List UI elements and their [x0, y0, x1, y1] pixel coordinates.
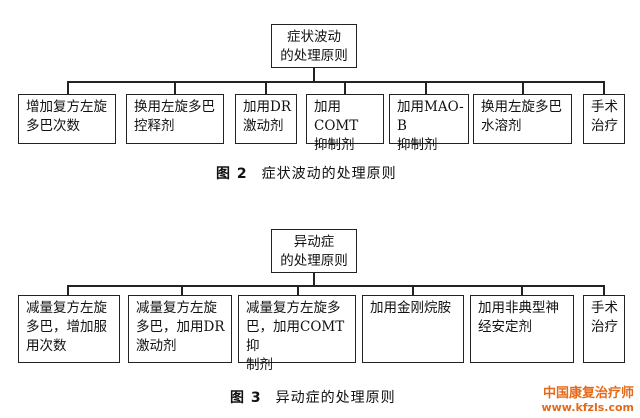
fig2-node-5: 加用MAO-B 抑制剂 [389, 94, 469, 153]
fig2-node-2: 换用左旋多巴 控释剂 [126, 94, 224, 144]
fig2-node-5-line-1: 加用MAO-B [397, 99, 464, 134]
fig3-node-1-line-2: 多巴，增加服 [26, 319, 107, 335]
fig3-drop [67, 285, 69, 295]
fig2-caption: 图 2 症状波动的处理原则 [216, 163, 397, 183]
fig3-node-6: 手术 治疗 [583, 295, 625, 363]
fig3-node-5: 加用非典型神 经安定剂 [470, 295, 574, 363]
fig3-caption: 图 3 异动症的处理原则 [230, 387, 396, 407]
fig3-node-5-line-1: 加用非典型神 [478, 300, 559, 316]
fig2-root-line-2: 的处理原则 [280, 48, 348, 64]
fig3-drop [603, 285, 605, 295]
fig3-root-node: 异动症 的处理原则 [271, 229, 357, 273]
fig2-root-stem [313, 68, 315, 82]
watermark-title: 中国康复治疗师 [542, 386, 634, 401]
fig3-caption-number: 图 3 [230, 390, 262, 406]
fig2-node-6-line-2: 水溶剂 [481, 118, 522, 134]
fig2-node-4: 加用COMT 抑制剂 [306, 94, 384, 153]
fig3-drop [521, 285, 523, 295]
fig3-node-3-line-1: 减量复方左旋多 [246, 300, 341, 316]
fig3-node-3: 减量复方左旋多 巴，加用COMT抑 制剂 [238, 295, 356, 373]
fig3-node-4-line-1: 加用金刚烷胺 [370, 300, 451, 316]
fig3-drop [297, 285, 299, 295]
fig2-drop [603, 81, 605, 94]
fig2-node-4-line-1: 加用COMT [314, 99, 359, 134]
fig2-node-3: 加用DR 激动剂 [235, 94, 297, 144]
fig2-node-3-line-2: 激动剂 [243, 118, 284, 134]
fig2-node-1-line-1: 增加复方左旋 [26, 99, 107, 115]
fig2-drop [425, 81, 427, 94]
fig2-node-2-line-1: 换用左旋多巴 [134, 99, 215, 115]
fig3-node-2: 减量复方左旋 多巴，加用DR 激动剂 [128, 295, 232, 363]
fig2-node-5-line-2: 抑制剂 [397, 137, 438, 153]
fig2-drop [344, 81, 346, 94]
fig3-node-3-line-3: 制剂 [246, 357, 273, 373]
fig3-root-line-1: 异动症 [293, 234, 335, 250]
fig3-node-2-line-2: 多巴，加用DR [136, 319, 225, 335]
fig3-node-1-line-3: 用次数 [26, 338, 67, 354]
fig2-node-3-line-1: 加用DR [243, 99, 291, 115]
fig2-root-node: 症状波动 的处理原则 [271, 24, 357, 68]
fig3-caption-text: 异动症的处理原则 [275, 390, 396, 406]
fig2-node-7-line-2: 治疗 [591, 118, 618, 134]
fig3-node-3-line-2: 巴，加用COMT抑 [246, 319, 345, 354]
fig3-drop [412, 285, 414, 295]
fig2-drop [174, 81, 176, 94]
fig3-node-1-line-1: 减量复方左旋 [26, 300, 107, 316]
fig2-node-7: 手术 治疗 [583, 94, 625, 144]
fig2-root-line-1: 症状波动 [287, 29, 341, 45]
fig3-node-6-line-2: 治疗 [591, 319, 618, 335]
fig2-node-1-line-2: 多巴次数 [26, 118, 80, 134]
fig2-node-1: 增加复方左旋 多巴次数 [18, 94, 116, 144]
fig2-node-7-line-1: 手术 [591, 99, 618, 115]
fig2-horizontal-bar [67, 81, 603, 83]
watermark-url: www.kfzls.com [541, 401, 634, 414]
fig3-node-4: 加用金刚烷胺 [362, 295, 464, 363]
fig3-root-stem [313, 273, 315, 286]
fig3-drop [181, 285, 183, 295]
fig2-node-2-line-2: 控释剂 [134, 118, 175, 134]
fig2-drop [265, 81, 267, 94]
fig3-horizontal-bar [67, 285, 603, 287]
fig2-drop [67, 81, 69, 94]
site-watermark: 中国康复治疗师 www.kfzls.com [541, 386, 634, 414]
fig2-caption-number: 图 2 [216, 166, 248, 182]
fig3-node-5-line-2: 经安定剂 [478, 319, 532, 335]
fig2-node-6-line-1: 换用左旋多巴 [481, 99, 562, 115]
fig3-root-line-2: 的处理原则 [280, 253, 348, 269]
fig2-node-4-line-2: 抑制剂 [314, 137, 355, 153]
fig2-caption-text: 症状波动的处理原则 [261, 166, 397, 182]
fig2-drop [522, 81, 524, 94]
fig3-node-2-line-1: 减量复方左旋 [136, 300, 217, 316]
fig3-node-1: 减量复方左旋 多巴，增加服 用次数 [18, 295, 120, 363]
fig3-node-2-line-3: 激动剂 [136, 338, 177, 354]
fig2-node-6: 换用左旋多巴 水溶剂 [473, 94, 572, 144]
fig3-node-6-line-1: 手术 [591, 300, 618, 316]
